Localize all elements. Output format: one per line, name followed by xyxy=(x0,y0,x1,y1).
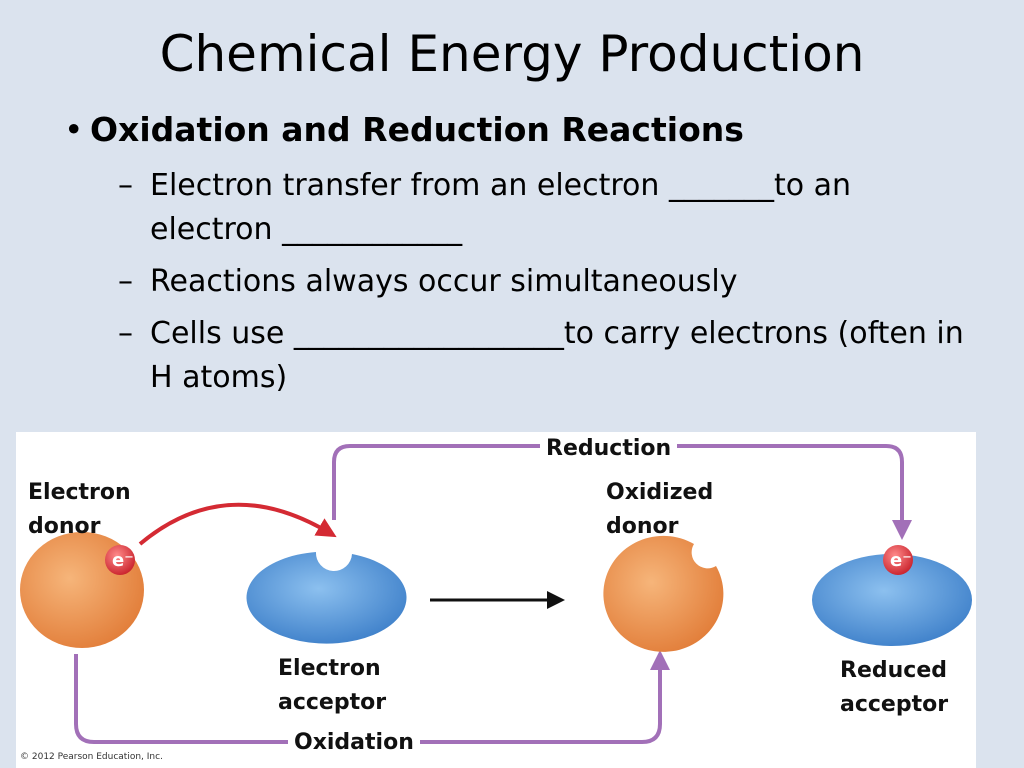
redox-figure: e⁻ e⁻ Electron donor Electron acceptor O… xyxy=(16,432,976,768)
reduction-label: Reduction xyxy=(540,432,678,466)
sub-bullet-1: – Electron transfer from an electron ___… xyxy=(118,164,970,252)
electron-icon xyxy=(883,545,913,575)
electron-acceptor-shape xyxy=(246,552,407,644)
dash: – xyxy=(118,168,133,203)
oxidized-donor-shape xyxy=(603,535,724,652)
electron-icon xyxy=(105,545,135,575)
electron-acceptor-label: Electron acceptor xyxy=(278,656,387,715)
bullet-dot: • xyxy=(64,110,84,149)
reduced-acceptor-shape xyxy=(812,554,972,646)
copyright-notice: © 2012 Pearson Education, Inc. xyxy=(20,752,163,762)
sub-bullet-3: – Cells use __________________to carry e… xyxy=(118,312,970,400)
electron-symbol: e⁻ xyxy=(890,550,912,571)
electron-transfer-arrow xyxy=(138,502,337,546)
oxidized-donor-label: Oxidized donor xyxy=(606,480,714,539)
slide-title: Chemical Energy Production xyxy=(159,25,865,83)
sub-bullet-text: Cells use __________________to carry ele… xyxy=(150,316,964,395)
main-bullet: •Oxidation and Reduction Reactions xyxy=(64,106,744,154)
dash: – xyxy=(118,264,133,299)
sub-bullet-text: Electron transfer from an electron _____… xyxy=(150,168,852,247)
redox-diagram xyxy=(20,444,972,744)
dash: – xyxy=(118,316,133,351)
sub-bullet-text: Reactions always occur simultaneously xyxy=(150,264,738,299)
electron-donor-label: Electron donor xyxy=(28,480,131,539)
reduced-acceptor-label: Reduced acceptor xyxy=(840,658,949,717)
sub-bullet-2: – Reactions always occur simultaneously xyxy=(118,260,970,304)
main-bullet-text: Oxidation and Reduction Reactions xyxy=(90,110,744,149)
oxidation-label: Oxidation xyxy=(288,726,420,760)
electron-symbol: e⁻ xyxy=(112,550,134,571)
